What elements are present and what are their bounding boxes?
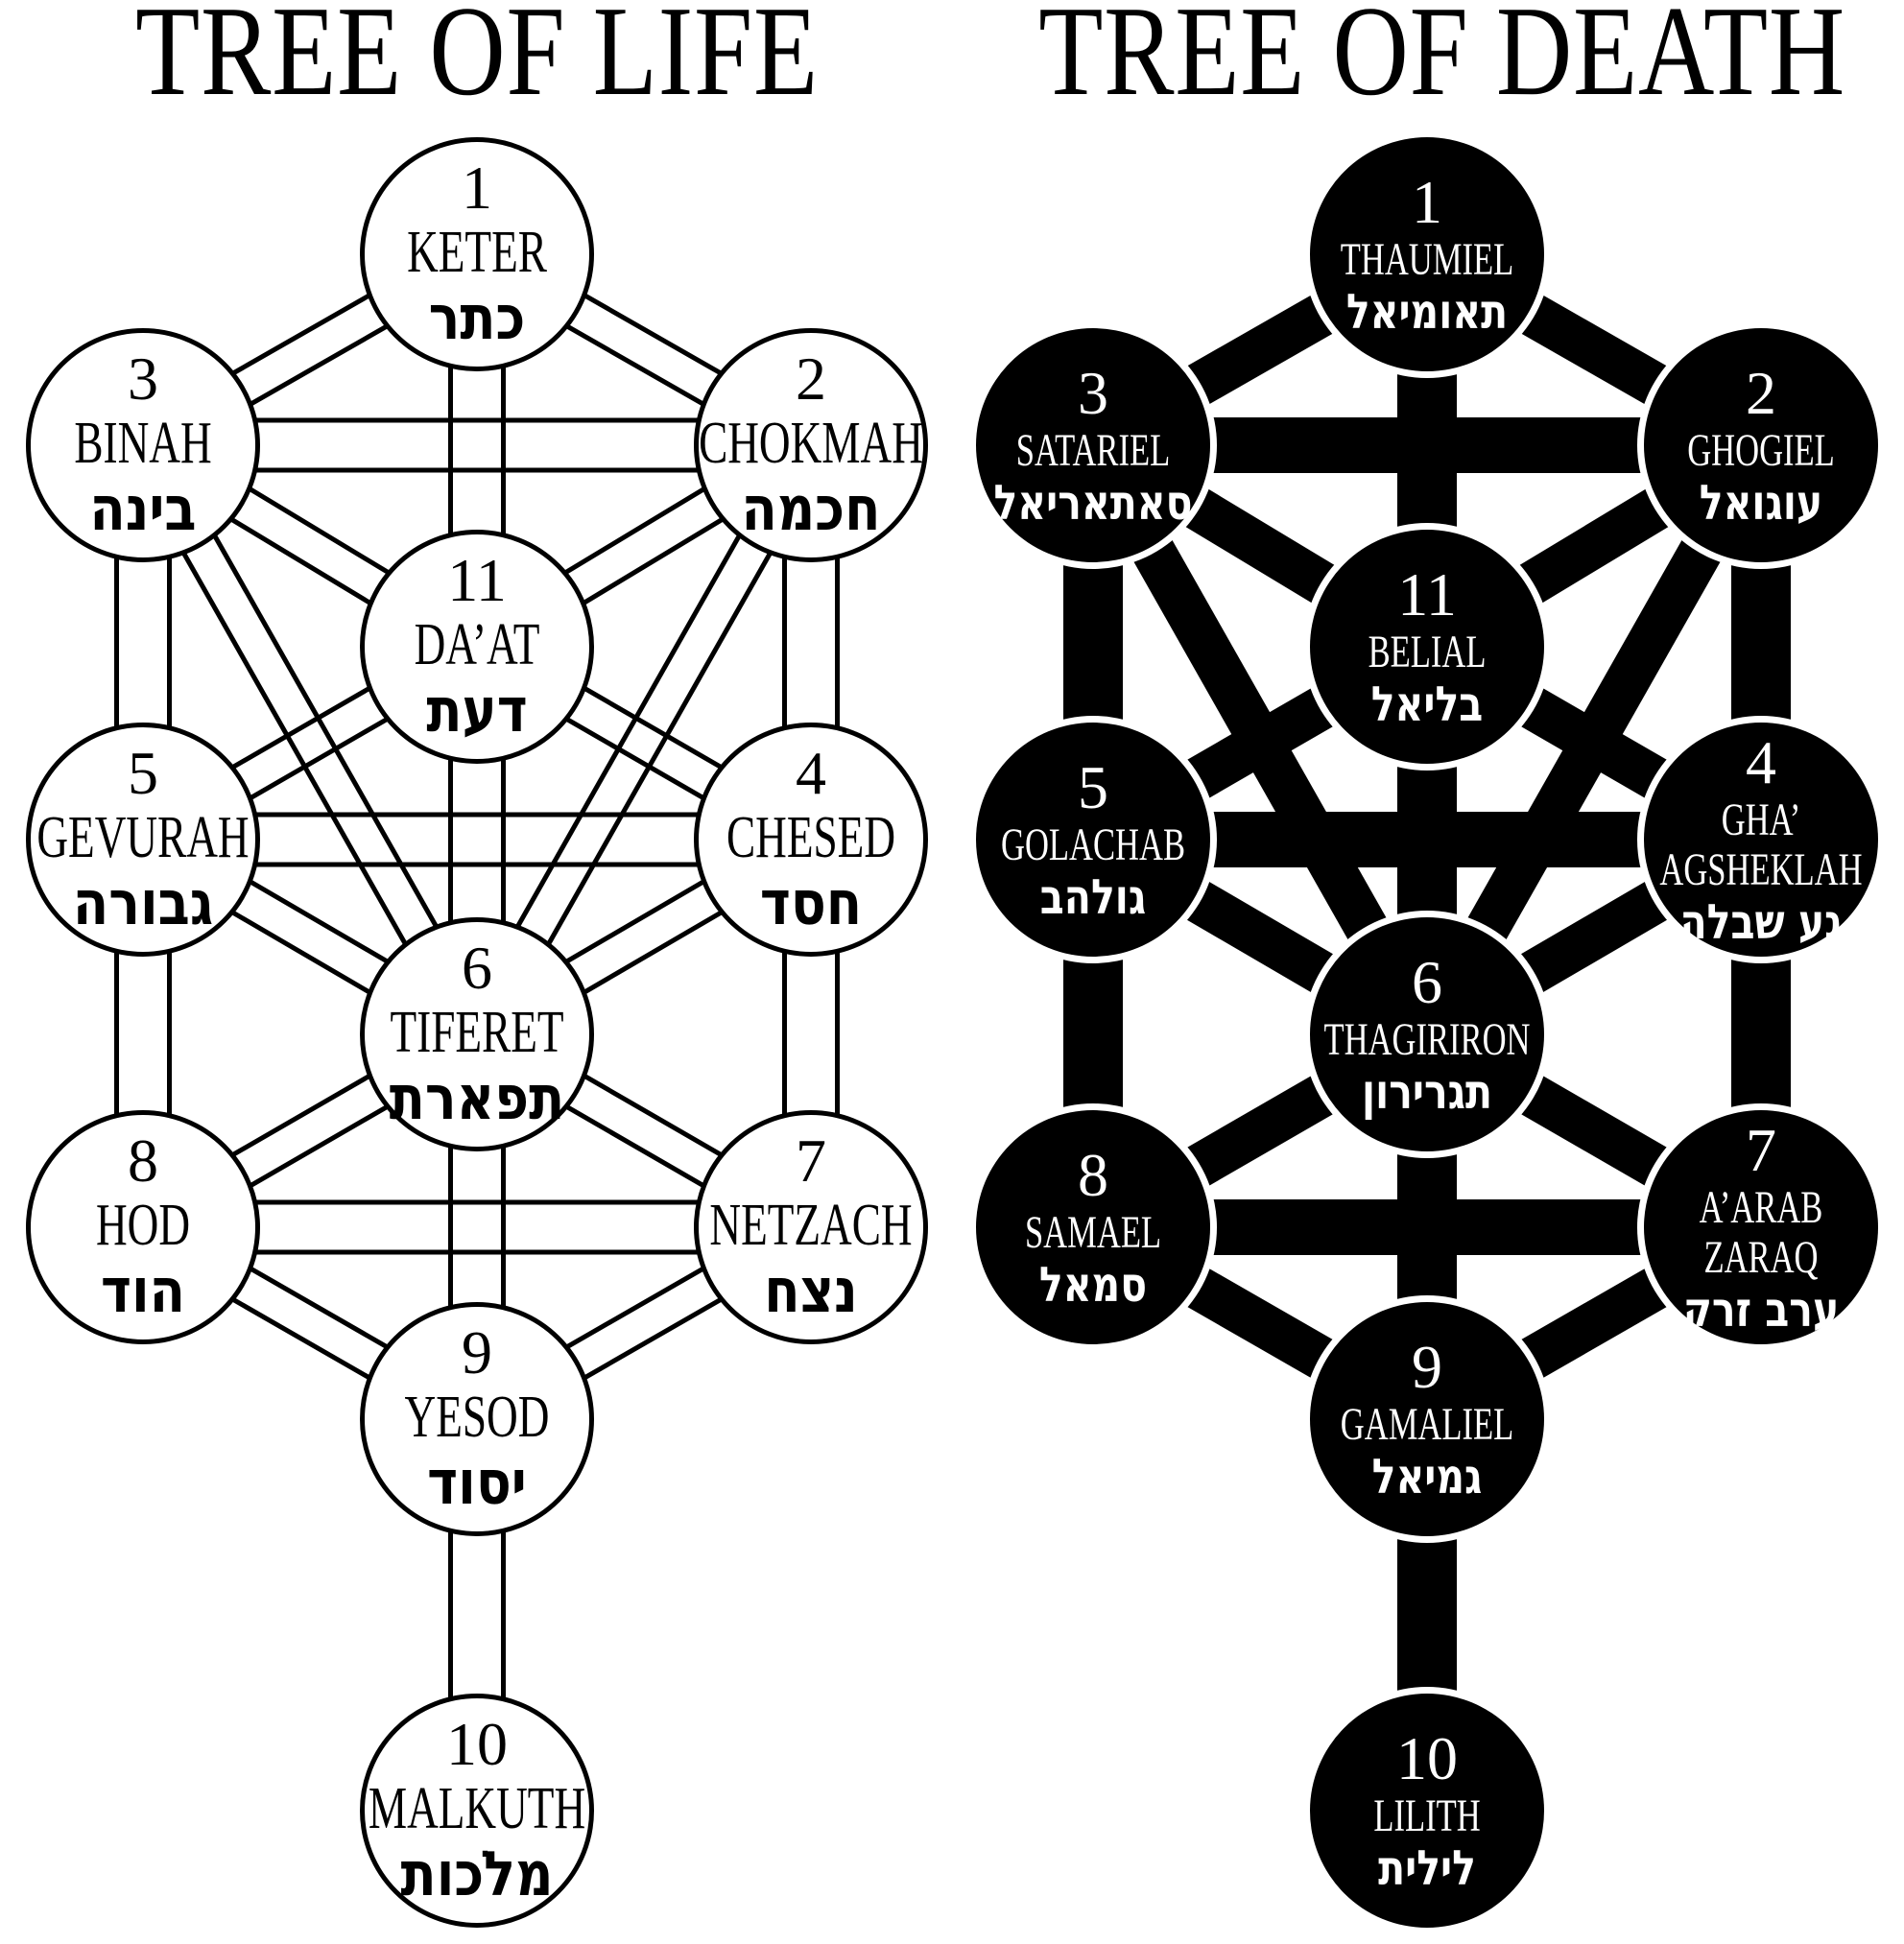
qlipha-name: BELIAL xyxy=(1368,626,1487,677)
sephirah-name: BINAH xyxy=(74,410,212,476)
qlipha-name: A’ARAB ZARAQ xyxy=(1699,1181,1823,1283)
sephirah-malkuth: 10 MALKUTH מלֹכות xyxy=(360,1694,594,1928)
qlipha-name: THAUMIEL xyxy=(1340,233,1514,285)
sephirah-hebrew: כתר xyxy=(428,282,526,354)
qlipha-name: LILITH xyxy=(1373,1790,1481,1841)
sephirah-number: 8 xyxy=(128,1126,158,1195)
qlipha-number: 7 xyxy=(1746,1115,1776,1184)
qlipha-hebrew: בליאל xyxy=(1370,676,1484,732)
qlipha-name: GOLACHAB xyxy=(1000,818,1185,870)
sephirah-hebrew: מלֹכות xyxy=(400,1838,554,1910)
sephirah-yesod: 9 YESOD יסוד xyxy=(360,1302,594,1536)
qlipha-number: 11 xyxy=(1397,559,1457,628)
sephirah-name: DA’AT xyxy=(414,611,540,677)
sephirah-hebrew: יסוד xyxy=(427,1447,527,1519)
sephirah-name: NETZACH xyxy=(709,1192,913,1258)
qlipha-number: 6 xyxy=(1412,947,1442,1016)
qlipha-number: 2 xyxy=(1746,358,1776,427)
sephirah-gevurah: 5 GEVURAH גבורה xyxy=(26,723,260,957)
sephirah-number: 7 xyxy=(796,1126,826,1195)
sephirah-hebrew: חכמה xyxy=(741,473,881,545)
qlipha-number: 4 xyxy=(1746,727,1776,796)
sephirah-name: MALKUTH xyxy=(368,1775,586,1841)
sephirah-hebrew: חסד xyxy=(759,867,863,939)
qlipha-hebrew: ערב זרק xyxy=(1682,1281,1840,1338)
qlipha-belial: 11 BELIAL בליאל xyxy=(1310,530,1544,764)
sephirah-number: 2 xyxy=(796,344,826,413)
sephirah-hebrew: דעת xyxy=(426,675,528,747)
qlipha-satariel: 3 SATARIEL סאתאריאל xyxy=(976,328,1210,562)
qlipha-gha-agsheklah: 4 GHA’ AGSHEKLAH גע שבלה xyxy=(1644,723,1878,957)
sephirah-hebrew: בינה xyxy=(89,473,197,545)
qlipha-hebrew: עוגואל xyxy=(1699,474,1823,531)
sephirah-name: CHOKMAH xyxy=(699,410,923,476)
qlipha-gamaliel: 9 GAMALIEL גמיאל xyxy=(1310,1302,1544,1536)
qlipha-name: THAGIRIRON xyxy=(1323,1013,1531,1065)
sephirah-name: GEVURAH xyxy=(36,804,250,870)
sephirah-hebrew: גבורה xyxy=(72,867,214,939)
qlipha-hebrew: סמאל xyxy=(1038,1256,1148,1313)
qlipha-thaumiel: 1 THAUMIEL תאומיאל xyxy=(1310,137,1544,371)
qlipha-name: SATARIEL xyxy=(1015,424,1171,476)
qlipha-thagiriron: 6 THAGIRIRON תגרירון xyxy=(1310,917,1544,1151)
qlipha-ghogiel: 2 GHOGIEL עוגואל xyxy=(1644,328,1878,562)
sephirah-number: 10 xyxy=(446,1709,508,1778)
sephirah-keter: 1 KETER כתר xyxy=(360,137,594,371)
qlipha-number: 10 xyxy=(1396,1723,1458,1792)
sephirah-number: 1 xyxy=(462,153,492,222)
qlipha-golachab: 5 GOLACHAB גולהב xyxy=(976,723,1210,957)
qlipha-number: 1 xyxy=(1412,167,1442,236)
sephirah-daat: 11 DA’AT דעת xyxy=(360,530,594,764)
sephirah-tiferet: 6 TIFERET תפארת xyxy=(360,917,594,1151)
sephirah-name: KETER xyxy=(407,219,547,285)
qlipha-name: SAMAEL xyxy=(1024,1206,1162,1258)
tree-of-death-title-text: TREE OF DEATH xyxy=(1038,0,1846,122)
qlipha-hebrew: לילית xyxy=(1378,1839,1476,1896)
sephirah-name: TIFERET xyxy=(390,999,564,1065)
sephirah-number: 11 xyxy=(447,545,507,614)
sephirah-chesed: 4 CHESED חסד xyxy=(694,723,928,957)
qlipha-hebrew: גע שבלה xyxy=(1679,893,1843,950)
sephirah-netzach: 7 NETZACH נצח xyxy=(694,1110,928,1344)
qlipha-number: 9 xyxy=(1412,1332,1442,1401)
qlipha-name: GAMALIEL xyxy=(1340,1398,1514,1450)
qlipha-number: 3 xyxy=(1078,358,1108,427)
qlipha-name: GHA’ AGSHEKLAH xyxy=(1659,794,1863,895)
qlipha-aarab-zaraq: 7 A’ARAB ZARAQ ערב זרק xyxy=(1644,1110,1878,1344)
qlipha-number: 5 xyxy=(1078,752,1108,821)
sephirah-chokmah: 2 CHOKMAH חכמה xyxy=(694,328,928,562)
qlipha-hebrew: תאומיאל xyxy=(1345,283,1509,340)
tree-of-death-title: TREE OF DEATH xyxy=(950,0,1904,122)
qlipha-hebrew: גולהב xyxy=(1039,868,1147,925)
tree-of-life-title: TREE OF LIFE xyxy=(0,0,954,122)
qlipha-hebrew: גמיאל xyxy=(1371,1448,1483,1505)
qlipha-name: GHOGIEL xyxy=(1687,424,1835,476)
sephirah-hebrew: תפארת xyxy=(389,1062,565,1134)
sephirah-binah: 3 BINAH בינה xyxy=(26,328,260,562)
sephirah-name: YESOD xyxy=(404,1384,550,1450)
sephirah-number: 5 xyxy=(128,738,158,807)
sephirah-number: 9 xyxy=(462,1317,492,1387)
tree-of-life-title-text: TREE OF LIFE xyxy=(135,0,819,122)
sephirah-name: CHESED xyxy=(726,804,896,870)
sephirah-number: 6 xyxy=(462,933,492,1002)
sephirah-hebrew: הוד xyxy=(100,1255,186,1327)
qlipha-samael: 8 SAMAEL סמאל xyxy=(976,1110,1210,1344)
sephirah-hebrew: נצח xyxy=(764,1255,858,1327)
sephirah-number: 3 xyxy=(128,344,158,413)
qlipha-hebrew: תגרירון xyxy=(1362,1063,1492,1120)
qlipha-hebrew: סאתאריאל xyxy=(993,474,1193,531)
sephirah-name: HOD xyxy=(95,1192,191,1258)
sephirah-hod: 8 HOD הוד xyxy=(26,1110,260,1344)
qlipha-lilith: 10 LILITH לילית xyxy=(1310,1694,1544,1928)
qlipha-number: 8 xyxy=(1078,1140,1108,1209)
sephirah-number: 4 xyxy=(796,738,826,807)
